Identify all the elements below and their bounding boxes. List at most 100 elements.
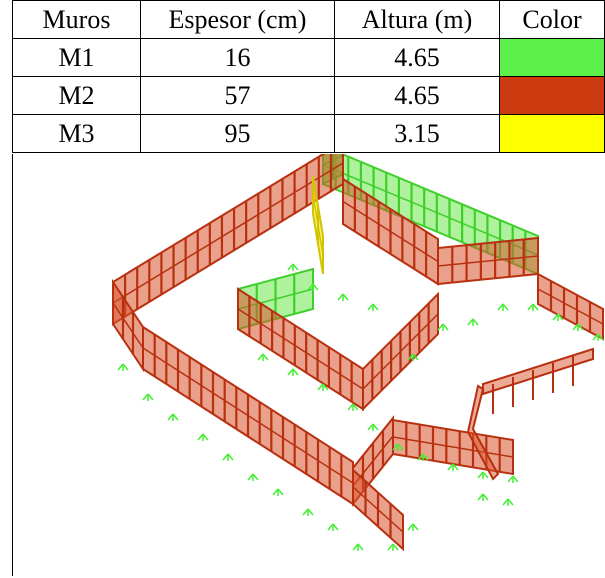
cell-muro: M3 — [12, 114, 141, 153]
support-mark — [262, 353, 269, 361]
support-mark — [347, 403, 354, 411]
support-mark — [467, 318, 474, 326]
support-mark — [502, 498, 509, 506]
structural-model-figure — [12, 154, 604, 576]
table-row: M1 16 4.65 — [12, 38, 605, 77]
table-row: M3 95 3.15 — [12, 114, 605, 153]
support-mark — [142, 393, 149, 401]
support-mark — [307, 508, 314, 516]
support-mark — [412, 523, 419, 531]
wall-south-red — [142, 325, 354, 506]
wall-yellow — [312, 175, 324, 275]
support-mark — [322, 383, 329, 391]
support-mark — [372, 303, 379, 311]
support-mark — [372, 423, 379, 431]
support-mark — [327, 523, 334, 531]
header-espesor: Espesor (cm) — [140, 0, 335, 39]
header-altura: Altura (m) — [334, 0, 500, 39]
table-row: M2 57 4.65 — [12, 76, 605, 115]
support-mark — [422, 453, 429, 461]
cell-altura: 4.65 — [334, 38, 500, 77]
support-mark — [507, 475, 514, 483]
support-mark — [352, 543, 359, 551]
support-mark — [502, 303, 509, 311]
cell-espesor: 95 — [140, 114, 335, 153]
support-mark — [472, 318, 479, 326]
wall-east-red — [437, 236, 539, 286]
support-mark — [392, 543, 399, 551]
table-header-row: Muros Espesor (cm) Altura (m) Color — [12, 0, 605, 39]
cell-muro: M1 — [12, 38, 141, 77]
support-mark — [307, 283, 314, 291]
support-mark — [257, 353, 264, 361]
support-mark — [367, 303, 374, 311]
support-mark — [312, 283, 319, 291]
cell-espesor: 16 — [140, 38, 335, 77]
support-mark — [332, 523, 339, 531]
support-mark — [302, 508, 309, 516]
cell-color-swatch — [499, 38, 605, 77]
cell-color-swatch — [499, 76, 605, 115]
wall-central-red — [342, 177, 439, 286]
support-mark — [247, 473, 254, 481]
support-mark — [437, 323, 444, 331]
support-mark — [317, 383, 324, 391]
support-mark — [412, 353, 419, 361]
support-mark — [367, 423, 374, 431]
wall-inner-east-red — [362, 291, 439, 412]
support-mark — [117, 363, 124, 371]
support-mark — [222, 453, 229, 461]
support-mark — [197, 433, 204, 441]
support-mark — [252, 473, 259, 481]
support-mark — [277, 488, 284, 496]
support-mark — [272, 488, 279, 496]
support-mark — [292, 368, 299, 376]
support-mark — [167, 413, 174, 421]
ramp-lower — [466, 384, 500, 481]
support-mark — [397, 443, 404, 451]
support-mark — [447, 463, 454, 471]
support-mark — [122, 363, 129, 371]
document-frame: Muros Espesor (cm) Altura (m) Color M1 1… — [12, 0, 605, 576]
support-mark — [507, 498, 514, 506]
support-mark — [442, 323, 449, 331]
support-mark — [552, 313, 559, 321]
wall-east-wing-red — [537, 272, 604, 341]
support-mark — [352, 403, 359, 411]
support-mark — [482, 471, 489, 479]
support-mark — [527, 303, 534, 311]
support-mark — [392, 443, 399, 451]
support-mark — [512, 475, 519, 483]
cell-color-swatch — [499, 114, 605, 153]
support-mark — [287, 368, 294, 376]
wall-corridor-end-red — [352, 467, 404, 552]
support-mark — [292, 263, 299, 271]
header-muros: Muros — [12, 0, 141, 39]
support-mark — [337, 293, 344, 301]
header-color: Color — [499, 0, 605, 39]
support-mark — [477, 493, 484, 501]
support-mark — [287, 263, 294, 271]
support-mark — [147, 393, 154, 401]
support-mark — [417, 453, 424, 461]
walls-table: Muros Espesor (cm) Altura (m) Color M1 1… — [12, 0, 605, 153]
support-mark — [172, 413, 179, 421]
support-mark — [572, 323, 579, 331]
cell-altura: 3.15 — [334, 114, 500, 153]
support-mark — [357, 543, 364, 551]
support-mark — [482, 493, 489, 501]
ramp-upper — [482, 347, 594, 396]
support-mark — [592, 333, 599, 341]
support-mark — [227, 453, 234, 461]
color-swatch-red — [500, 77, 604, 114]
support-mark — [387, 543, 394, 551]
cell-altura: 4.65 — [334, 76, 500, 115]
support-mark — [407, 353, 414, 361]
structural-model-drawing — [112, 154, 604, 552]
cell-espesor: 57 — [140, 76, 335, 115]
support-mark — [532, 303, 539, 311]
support-mark — [202, 433, 209, 441]
support-mark — [342, 293, 349, 301]
support-mark — [557, 313, 564, 321]
color-swatch-yellow — [500, 115, 604, 152]
